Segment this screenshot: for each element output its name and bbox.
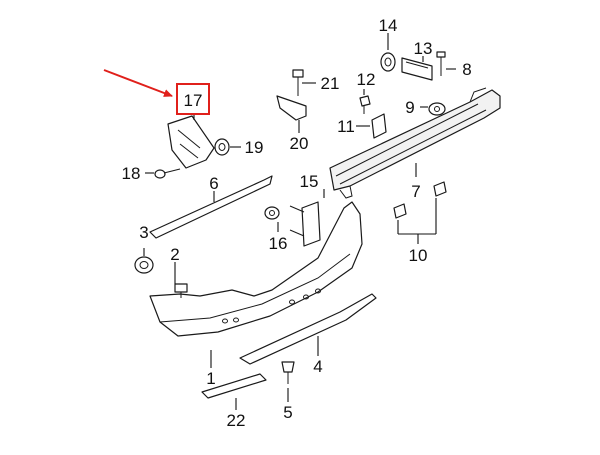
- part-4-diffuser-trim: [239, 293, 377, 365]
- part-15-bracket: [289, 201, 321, 247]
- callout-3: 3: [139, 223, 148, 242]
- callout-22: 22: [227, 411, 246, 430]
- callout-13: 13: [414, 39, 433, 58]
- part-10-clips: [393, 181, 447, 219]
- callout-9: 9: [405, 98, 414, 117]
- part-11-guide: [371, 113, 387, 139]
- callout-1: 1: [206, 369, 215, 388]
- part-2-bolt: [174, 283, 188, 298]
- callout-17: 17: [184, 91, 203, 110]
- callout-4: 4: [313, 357, 322, 376]
- callout-20: 20: [290, 134, 309, 153]
- callout-15: 15: [300, 172, 319, 191]
- callout-labels: 14 13 8 12 21 9 11 17 20 19 18 15 6 7 3 …: [122, 16, 472, 430]
- callout-19: 19: [245, 138, 264, 157]
- callout-12: 12: [357, 70, 376, 89]
- part-16-nut: [264, 206, 280, 220]
- part-3-grommet: [134, 256, 154, 274]
- callout-14: 14: [379, 16, 398, 35]
- callout-10: 10: [409, 246, 428, 265]
- part-1-bumper-cover: [149, 201, 363, 337]
- callout-16: 16: [269, 234, 288, 253]
- highlight-arrow: [103, 69, 173, 97]
- part-19-grommet: [214, 138, 230, 156]
- highlight-box: [176, 83, 210, 115]
- part-22-reflector: [201, 373, 267, 399]
- callout-8: 8: [462, 60, 471, 79]
- callout-6: 6: [209, 174, 218, 193]
- callout-18: 18: [122, 164, 141, 183]
- callout-5: 5: [283, 403, 292, 422]
- part-9-nut: [428, 102, 446, 116]
- part-18-screw: [154, 168, 181, 179]
- part-12-clip: [359, 95, 371, 114]
- part-17-bracket: [167, 115, 215, 169]
- part-6-guide-strip: [149, 175, 273, 239]
- part-8-bolt: [436, 51, 446, 76]
- callout-21: 21: [321, 74, 340, 93]
- part-7-reinforcement-beam: [329, 87, 501, 199]
- callout-11: 11: [337, 117, 355, 136]
- part-14-grommet: [380, 52, 396, 72]
- part-13-bracket: [401, 57, 433, 81]
- callout-7: 7: [411, 182, 420, 201]
- part-21-bolt: [292, 69, 304, 96]
- part-5-clip: [281, 361, 295, 384]
- leader-lines: [143, 33, 456, 410]
- part-20-bracket: [276, 95, 307, 121]
- callout-2: 2: [170, 245, 179, 264]
